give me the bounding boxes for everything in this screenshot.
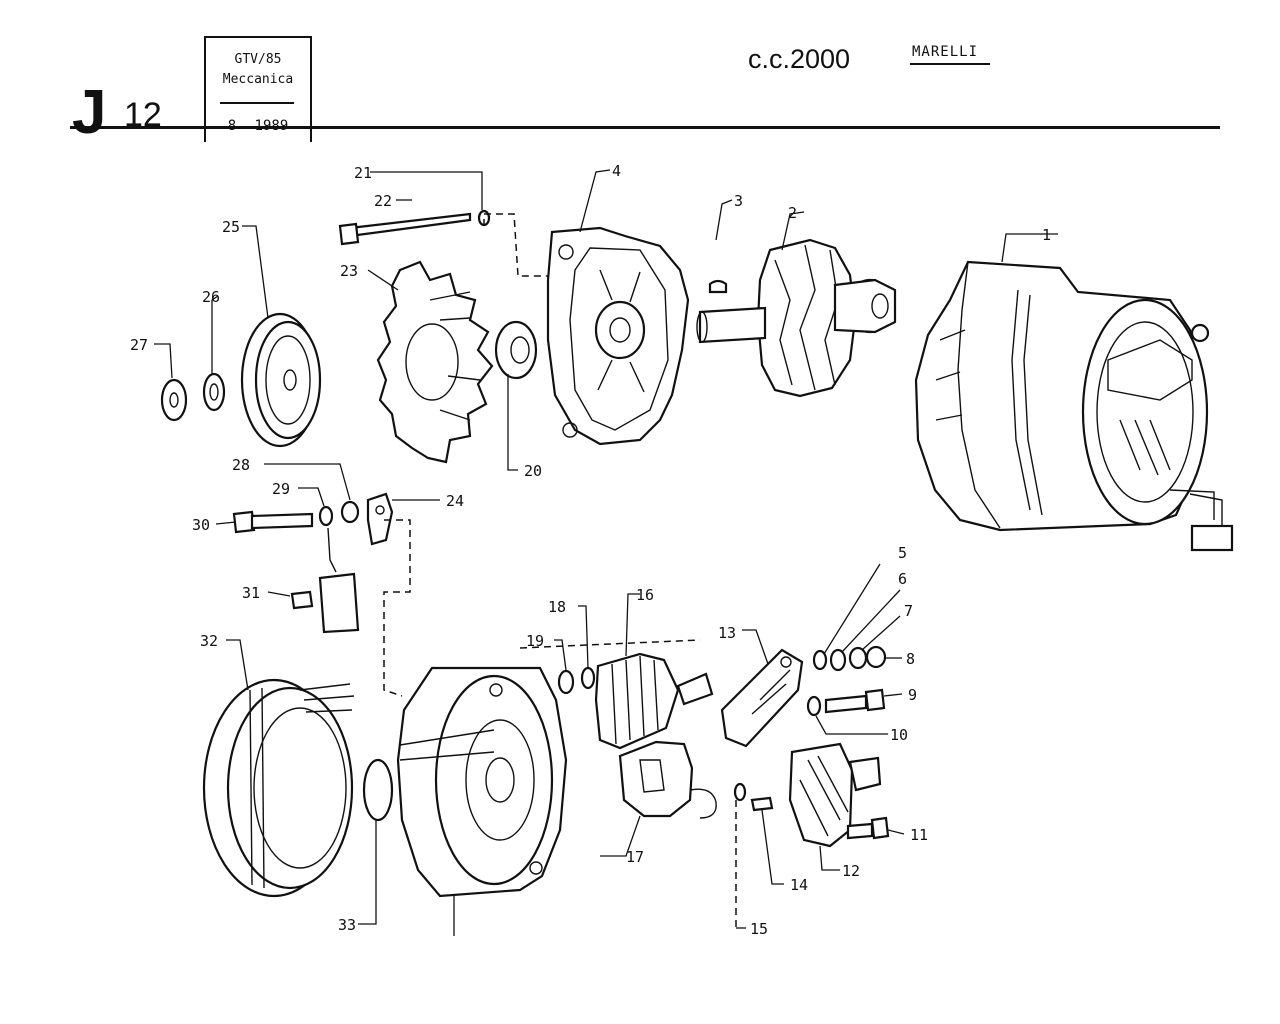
brand-underline bbox=[910, 63, 990, 65]
callout-1: 1 bbox=[1042, 226, 1051, 244]
callout-8: 8 bbox=[906, 650, 915, 668]
callout-30: 30 bbox=[192, 516, 210, 534]
callout-14: 14 bbox=[790, 876, 808, 894]
engine-label: c.c.2000 bbox=[748, 44, 851, 74]
part-7-washer bbox=[848, 646, 868, 670]
callout-29: 29 bbox=[272, 480, 290, 498]
callout-7: 7 bbox=[904, 602, 913, 620]
part-5-washer bbox=[812, 649, 828, 671]
part-16-regulator bbox=[594, 652, 714, 750]
callout-28: 28 bbox=[232, 456, 250, 474]
part-15-washer bbox=[733, 782, 747, 802]
callout-11: 11 bbox=[910, 826, 928, 844]
leader-lines bbox=[154, 169, 1058, 936]
info-box-divider bbox=[220, 102, 294, 104]
part-6-washer bbox=[829, 648, 847, 672]
part-20-bearing bbox=[494, 320, 538, 380]
callout-20: 20 bbox=[524, 462, 542, 480]
callout-25: 25 bbox=[222, 218, 240, 236]
page-letter: J bbox=[72, 78, 107, 147]
part-25-pulley bbox=[240, 312, 322, 448]
callout-15: 15 bbox=[750, 920, 768, 938]
part-30-bolt bbox=[232, 510, 314, 534]
callout-9: 9 bbox=[908, 686, 917, 704]
part-10-washer bbox=[806, 695, 822, 717]
part-23-fan bbox=[376, 260, 494, 464]
callout-10: 10 bbox=[890, 726, 908, 744]
callout-5: 5 bbox=[898, 544, 907, 562]
callout-26: 26 bbox=[202, 288, 220, 306]
part-27-nut bbox=[160, 378, 188, 422]
part-13-cover-plate bbox=[720, 648, 804, 748]
callout-16: 16 bbox=[636, 586, 654, 604]
callout-31: 31 bbox=[242, 584, 260, 602]
model-label: GTV/85 bbox=[234, 52, 282, 67]
part-26-washer bbox=[202, 372, 226, 412]
callout-33: 33 bbox=[338, 916, 356, 934]
part-14-screw bbox=[750, 796, 774, 812]
callout-18: 18 bbox=[548, 598, 566, 616]
part-17-brush-holder bbox=[618, 740, 717, 819]
part-18-washer bbox=[580, 666, 596, 690]
part-19-washer bbox=[557, 669, 575, 695]
part-12-rectifier bbox=[788, 742, 882, 848]
callout-23: 23 bbox=[340, 262, 358, 280]
assembly-dashed-lines bbox=[383, 213, 737, 928]
part-29-washer bbox=[318, 505, 334, 527]
rear-end-shield bbox=[396, 666, 568, 898]
callout-21: 21 bbox=[354, 164, 372, 182]
callout-22: 22 bbox=[374, 192, 392, 210]
header-rule bbox=[70, 126, 1220, 129]
callout-17: 17 bbox=[626, 848, 644, 866]
part-2-rotor bbox=[696, 238, 897, 398]
part-4-front-end-shield bbox=[546, 226, 690, 446]
callout-6: 6 bbox=[898, 570, 907, 588]
part-3-key bbox=[708, 279, 728, 294]
part-31-brush-holder bbox=[290, 527, 360, 634]
part-11-screw bbox=[846, 816, 890, 840]
callout-4: 4 bbox=[612, 162, 621, 180]
part-24-terminal bbox=[366, 492, 394, 546]
brand-label: MARELLI bbox=[912, 44, 979, 60]
part-32-stator bbox=[202, 678, 355, 898]
callout-12: 12 bbox=[842, 862, 860, 880]
callout-3: 3 bbox=[734, 192, 743, 210]
info-box: GTV/85 Meccanica 8 1989 bbox=[204, 36, 312, 142]
section-label: Meccanica bbox=[222, 72, 294, 87]
part-9-screw bbox=[824, 688, 886, 714]
callout-labels: 1 2 3 4 5 6 7 8 9 10 11 12 13 14 15 16 1… bbox=[130, 162, 1051, 938]
part-33-o-ring bbox=[362, 758, 394, 822]
callout-19: 19 bbox=[526, 632, 544, 650]
callout-32: 32 bbox=[200, 632, 218, 650]
part-28-washer bbox=[340, 500, 360, 524]
part-22-long-bolt bbox=[338, 212, 472, 246]
callout-2: 2 bbox=[788, 204, 797, 222]
part-8-nut bbox=[865, 645, 887, 669]
callout-27: 27 bbox=[130, 336, 148, 354]
callout-24: 24 bbox=[446, 492, 464, 510]
callout-13: 13 bbox=[718, 624, 736, 642]
part-1-alternator-assembly bbox=[914, 260, 1234, 552]
